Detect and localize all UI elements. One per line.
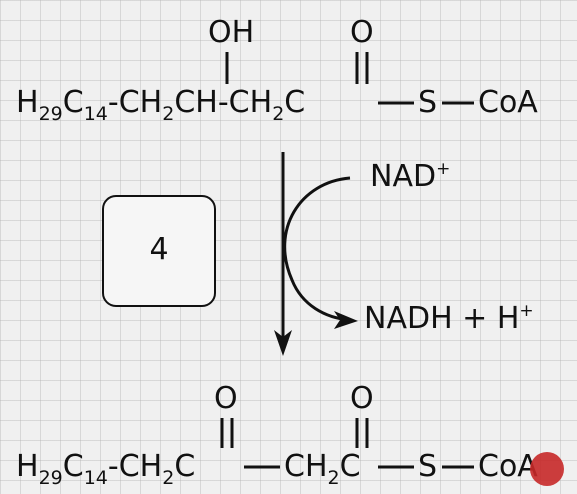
- nad-plus-label: NAD+: [370, 159, 451, 194]
- bottom-chain-formula: H29C14-CH2C: [16, 449, 196, 489]
- nadh-h-label: NADH + H+: [364, 301, 534, 336]
- corner-badge-icon: [530, 452, 564, 486]
- nad-charge: +: [436, 159, 451, 179]
- coa-bottom: CoA: [478, 449, 538, 484]
- cofactor-curved-arrow: [283, 176, 351, 322]
- coa-top: CoA: [478, 85, 538, 120]
- h-count: 29: [38, 103, 63, 125]
- ch2-sub-a: 2: [162, 103, 175, 125]
- reaction-arrow-head: [274, 330, 292, 356]
- cofactor-arrow-head: [334, 311, 358, 329]
- sulfur-atom-top: S: [418, 85, 438, 120]
- ch2-group-b: CH: [228, 85, 273, 120]
- dash: -: [107, 85, 119, 120]
- ch2-group-a: CH: [118, 85, 163, 120]
- choh-group: CH-: [174, 85, 229, 120]
- sulfur-atom-bottom: S: [418, 449, 438, 484]
- step-number: 4: [149, 232, 169, 267]
- keto-oxygen: O: [214, 381, 238, 416]
- step-number-box: 4: [102, 195, 216, 307]
- carbonyl-oxygen-bottom: O: [350, 381, 374, 416]
- h-atom: H: [16, 85, 39, 120]
- carbonyl-oxygen-top: O: [350, 15, 374, 50]
- c-count: 14: [83, 103, 108, 125]
- carbonyl-carbon: C: [284, 85, 306, 120]
- ch2-group-bottom: CH2C: [284, 449, 361, 489]
- c-atom: C: [62, 85, 84, 120]
- hydroxyl-group: OH: [208, 15, 255, 50]
- h-charge: +: [519, 301, 534, 321]
- top-chain-formula: H29C14-CH2CH-CH2C: [16, 85, 306, 124]
- ch2-sub-b: 2: [272, 103, 285, 125]
